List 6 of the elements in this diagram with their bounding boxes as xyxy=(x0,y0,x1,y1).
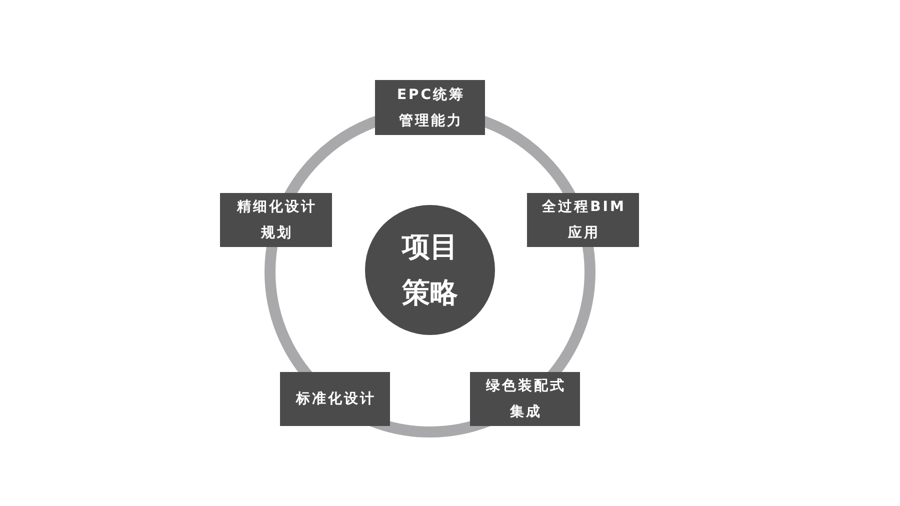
label-box: 精细化设计规划 xyxy=(220,193,332,247)
label-box: 标准化设计 xyxy=(280,372,390,426)
label-box: EPC统筹管理能力 xyxy=(375,80,485,135)
center-label: 项目策略 xyxy=(400,229,459,311)
label-box: 全过程BIM应用 xyxy=(527,193,639,247)
label-box: 绿色装配式集成 xyxy=(470,372,580,426)
